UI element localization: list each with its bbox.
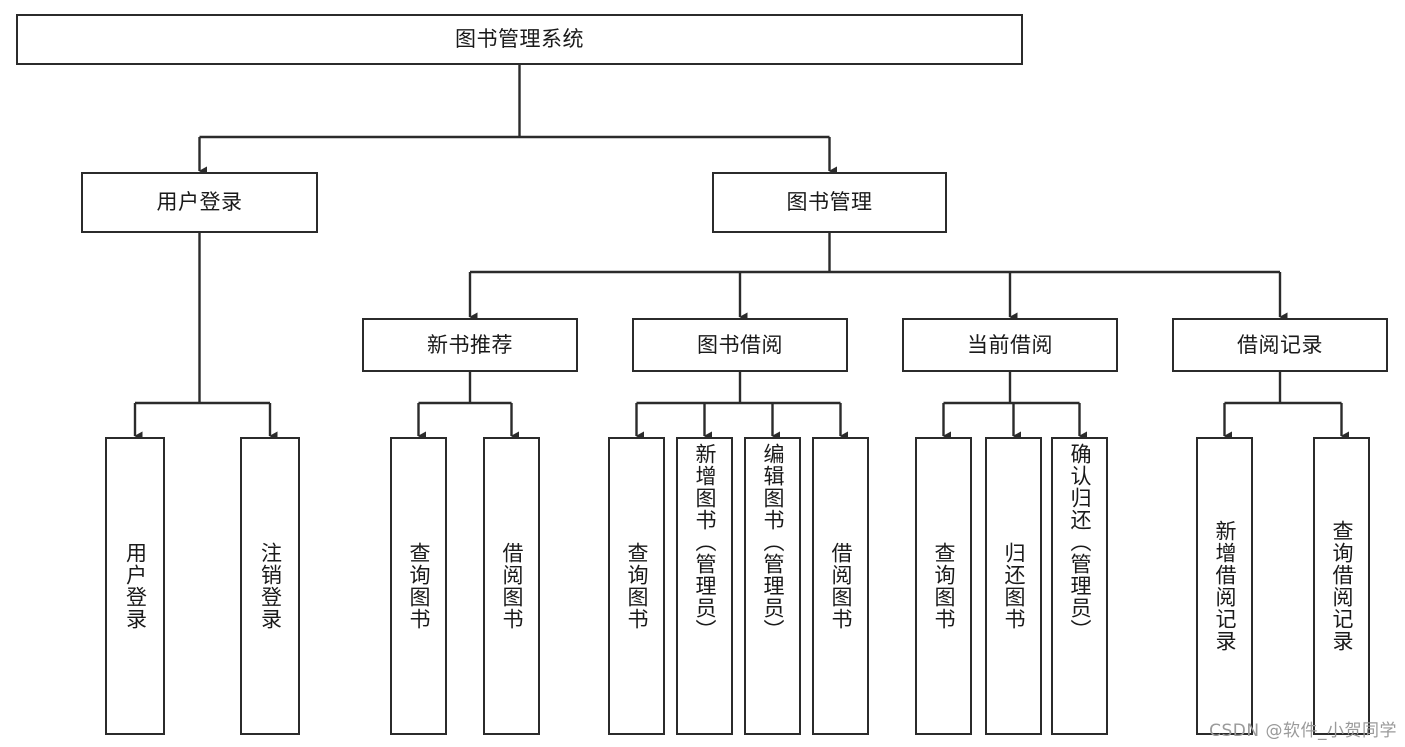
node-leaf-5[interactable]: 查询图书 — [608, 437, 665, 735]
node-label: 借阅记录 — [1237, 332, 1323, 357]
node-label: 借阅图书 — [500, 542, 524, 630]
node-leaf-7[interactable]: 编辑图书（管理员） — [744, 437, 801, 735]
node-label: 查询图书 — [407, 542, 431, 630]
node-label: 注销登录 — [258, 542, 283, 630]
node-label: 确认归还（管理员） — [1068, 443, 1092, 641]
node-label: 用户登录 — [123, 542, 148, 630]
node-borrow[interactable]: 图书借阅 — [632, 318, 848, 372]
node-label: 用户登录 — [156, 190, 243, 215]
node-label: 当前借阅 — [967, 332, 1053, 357]
node-label: 新增借阅记录 — [1213, 520, 1237, 652]
node-label: 新增图书（管理员） — [693, 443, 717, 641]
node-label: 归还图书 — [1002, 542, 1026, 630]
node-leaf-8[interactable]: 借阅图书 — [812, 437, 869, 735]
node-leaf-3[interactable]: 查询图书 — [390, 437, 447, 735]
node-leaf-6[interactable]: 新增图书（管理员） — [676, 437, 733, 735]
node-label: 借阅图书 — [829, 542, 853, 630]
node-leaf-12[interactable]: 新增借阅记录 — [1196, 437, 1253, 735]
node-label: 图书管理系统 — [455, 27, 584, 52]
node-root[interactable]: 图书管理系统 — [16, 14, 1023, 65]
node-leaf-2[interactable]: 注销登录 — [240, 437, 300, 735]
node-leaf-13[interactable]: 查询借阅记录 — [1313, 437, 1370, 735]
node-label: 编辑图书（管理员） — [761, 443, 785, 641]
node-newbook[interactable]: 新书推荐 — [362, 318, 578, 372]
node-current[interactable]: 当前借阅 — [902, 318, 1118, 372]
node-records[interactable]: 借阅记录 — [1172, 318, 1388, 372]
node-label: 查询图书 — [625, 542, 649, 630]
node-leaf-10[interactable]: 归还图书 — [985, 437, 1042, 735]
node-leaf-1[interactable]: 用户登录 — [105, 437, 165, 735]
node-label: 图书管理 — [786, 190, 873, 215]
node-bookmgmt[interactable]: 图书管理 — [712, 172, 947, 233]
watermark-text: CSDN @软件_小贺同学 — [1209, 721, 1397, 741]
node-login[interactable]: 用户登录 — [81, 172, 318, 233]
connector-lines — [133, 65, 1350, 441]
node-leaf-9[interactable]: 查询图书 — [915, 437, 972, 735]
node-label: 查询借阅记录 — [1330, 520, 1354, 652]
node-label: 新书推荐 — [427, 332, 513, 357]
node-leaf-4[interactable]: 借阅图书 — [483, 437, 540, 735]
node-label: 查询图书 — [932, 542, 956, 630]
node-label: 图书借阅 — [697, 332, 783, 357]
node-leaf-11[interactable]: 确认归还（管理员） — [1051, 437, 1108, 735]
